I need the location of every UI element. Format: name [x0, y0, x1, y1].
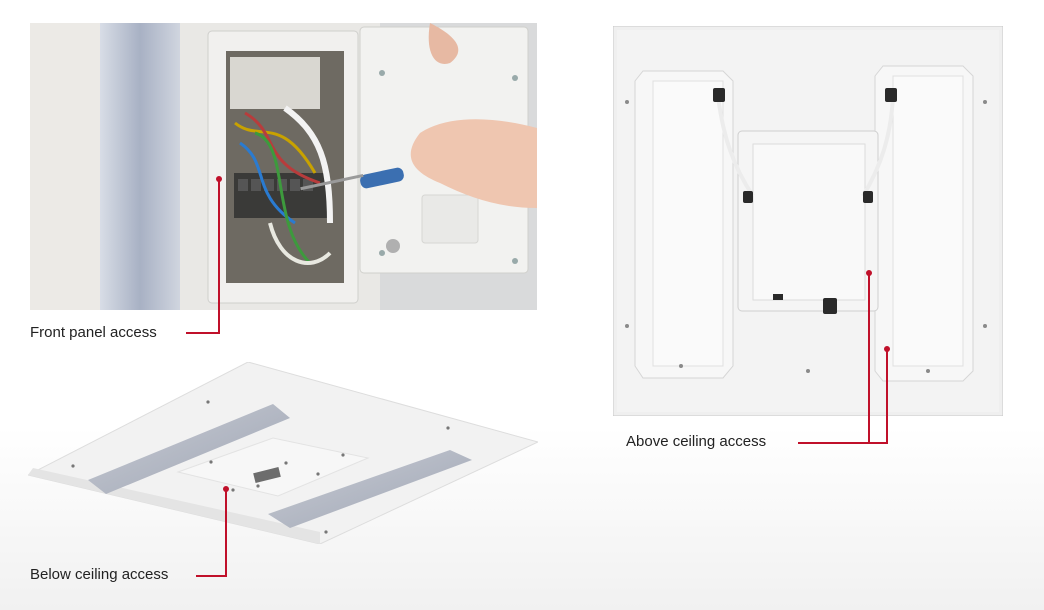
front-panel-callout-vertical [218, 181, 220, 333]
above-ceiling-callout-dot-2 [884, 346, 890, 352]
below-ceiling-callout-horizontal [196, 575, 227, 577]
below-ceiling-access-label: Below ceiling access [30, 566, 169, 583]
above-ceiling-access-label: Above ceiling access [626, 433, 767, 450]
above-ceiling-callout-vertical-1 [868, 275, 870, 443]
front-panel-callout-dot [216, 176, 222, 182]
photo-ceiling-panel-underside [28, 362, 538, 544]
photo-front-panel-wiring [30, 23, 537, 310]
above-ceiling-illustration [613, 26, 1003, 416]
front-panel-access-label: Front panel access [30, 324, 157, 341]
above-ceiling-callout-vertical-2 [886, 351, 888, 443]
photo-ceiling-panel-topside [613, 26, 1003, 416]
front-panel-illustration [30, 23, 537, 310]
above-ceiling-callout-horizontal [798, 442, 888, 444]
below-ceiling-illustration [28, 362, 538, 544]
front-panel-callout-horizontal [186, 332, 220, 334]
below-ceiling-callout-vertical [225, 490, 227, 576]
below-ceiling-callout-dot [223, 486, 229, 492]
above-ceiling-callout-dot-1 [866, 270, 872, 276]
